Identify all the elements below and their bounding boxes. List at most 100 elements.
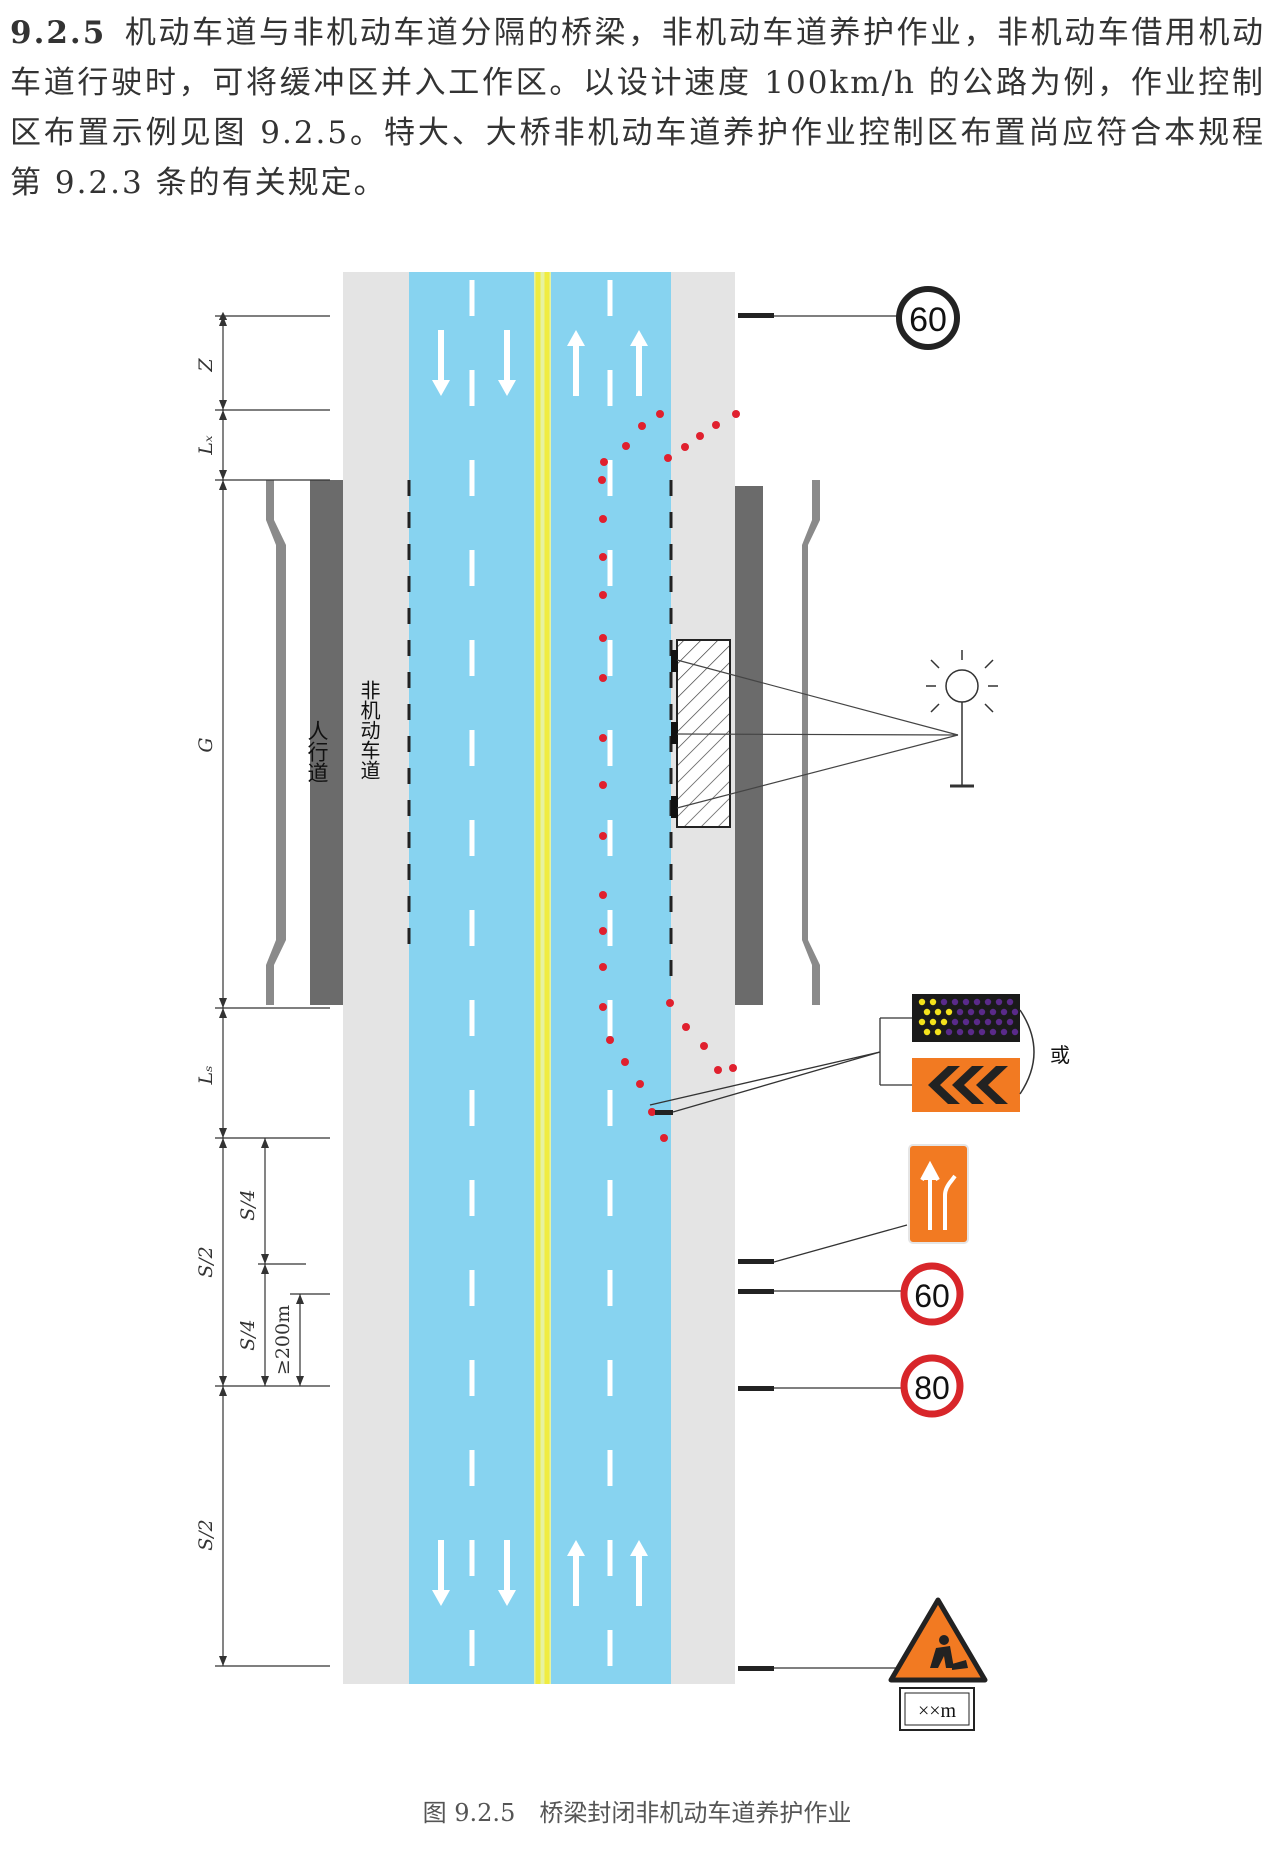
arrow-down-icon bbox=[432, 330, 450, 396]
traffic-cone bbox=[599, 927, 607, 935]
led-dot bbox=[978, 1008, 986, 1016]
led-dot bbox=[973, 1018, 981, 1026]
led-dot bbox=[989, 1008, 997, 1016]
traffic-cone bbox=[712, 421, 720, 429]
led-dot bbox=[967, 1028, 975, 1036]
led-dot bbox=[984, 1018, 992, 1026]
led-dot bbox=[989, 1028, 997, 1036]
speed-limit-value: 60 bbox=[914, 1278, 950, 1314]
traffic-cone bbox=[660, 1134, 668, 1142]
right-railing bbox=[802, 480, 820, 1005]
traffic-cone bbox=[664, 454, 672, 462]
right-sidewalk bbox=[735, 486, 763, 1005]
traffic-cone bbox=[600, 458, 608, 466]
right-carriageway bbox=[551, 272, 671, 1684]
traffic-cone bbox=[598, 476, 606, 484]
light-beam bbox=[676, 734, 959, 809]
direction-arrows bbox=[432, 330, 648, 1606]
light-beam bbox=[676, 733, 959, 736]
road bbox=[343, 272, 735, 1684]
traffic-cone bbox=[656, 410, 664, 418]
led-dot bbox=[929, 1018, 937, 1026]
non-motor-lane-label: 非机动车道 bbox=[357, 680, 380, 780]
traffic-cone bbox=[606, 1036, 614, 1044]
dim-min-200m: ≥200m bbox=[272, 1305, 294, 1375]
arrow-up-icon bbox=[630, 1540, 648, 1606]
traffic-cone bbox=[666, 999, 674, 1007]
left-sidewalk bbox=[310, 480, 343, 1005]
traffic-cone bbox=[696, 432, 704, 440]
or-bracket bbox=[1019, 1009, 1035, 1095]
worker-icon bbox=[930, 1635, 968, 1670]
traffic-cone bbox=[599, 963, 607, 971]
led-dot bbox=[1000, 1028, 1008, 1036]
traffic-cone bbox=[599, 515, 607, 523]
led-dot bbox=[984, 998, 992, 1006]
traffic-cone bbox=[599, 832, 607, 840]
arrow-up-icon bbox=[567, 1540, 585, 1606]
traffic-cone bbox=[599, 634, 607, 642]
led-dot bbox=[1011, 1028, 1019, 1036]
traffic-cones bbox=[598, 410, 740, 1142]
dim-g: G bbox=[195, 737, 217, 752]
led-dot bbox=[923, 1028, 931, 1036]
led-dot bbox=[951, 1018, 959, 1026]
dim-z: Z bbox=[195, 358, 217, 373]
lamp-icon bbox=[926, 650, 998, 788]
section-number: 9.2.5 bbox=[10, 15, 107, 51]
paragraph-text: 机动车道与非机动车道分隔的桥梁，非机动车道养护作业，非机动车借用机动车道行驶时，… bbox=[10, 15, 1265, 201]
sign-post-marker bbox=[738, 1289, 774, 1294]
merge-arrow-icon bbox=[920, 1160, 957, 1230]
traffic-cone bbox=[729, 1064, 737, 1072]
sign-post-marker bbox=[738, 313, 774, 318]
traffic-cone bbox=[636, 1080, 644, 1088]
traffic-cone bbox=[638, 422, 646, 430]
left-carriageway bbox=[409, 272, 534, 1684]
light-beam bbox=[676, 659, 959, 736]
led-dot bbox=[934, 1028, 942, 1036]
sign-post-marker bbox=[655, 1110, 673, 1115]
speed-limit-sign-80: 80 bbox=[900, 1354, 964, 1418]
traffic-cone bbox=[599, 591, 607, 599]
led-dot bbox=[951, 998, 959, 1006]
left-shoulder bbox=[343, 272, 409, 1684]
traffic-cone bbox=[732, 410, 740, 418]
arrow-down-icon bbox=[498, 330, 516, 396]
led-dot bbox=[978, 1028, 986, 1036]
work-area bbox=[671, 639, 998, 828]
lane-merge-sign bbox=[908, 1144, 969, 1244]
traffic-cone bbox=[599, 553, 607, 561]
led-dot bbox=[956, 1028, 964, 1036]
warning-light bbox=[671, 722, 678, 744]
led-dot bbox=[956, 1008, 964, 1016]
traffic-cone bbox=[682, 1023, 690, 1031]
led-dot bbox=[945, 1008, 953, 1016]
led-dot bbox=[940, 998, 948, 1006]
traffic-cone bbox=[681, 443, 689, 451]
sign-post-marker bbox=[738, 1666, 774, 1671]
speed-limit-value: 80 bbox=[914, 1370, 950, 1406]
dim-lx: Lₓ bbox=[195, 435, 217, 456]
traffic-cone bbox=[622, 442, 630, 450]
led-dot bbox=[934, 1008, 942, 1016]
led-dot bbox=[923, 1008, 931, 1016]
dim-s4-a: S/4 bbox=[237, 1189, 259, 1221]
pedestrian-label: 人行道 bbox=[305, 720, 329, 783]
led-dot bbox=[1006, 998, 1014, 1006]
led-dot bbox=[1011, 1008, 1019, 1016]
dimension-labels: Z Lₓ G Lₛ S/2 S/4 S/4 ≥200m S/2 bbox=[195, 358, 294, 1551]
traffic-cone bbox=[714, 1066, 722, 1074]
sign-leader-lines bbox=[672, 315, 908, 1669]
sign-post-marker bbox=[738, 1386, 774, 1391]
distance-plate-text: ××m bbox=[918, 1700, 957, 1722]
led-dot bbox=[1006, 1018, 1014, 1026]
arrow-down-icon bbox=[498, 1540, 516, 1606]
led-dot bbox=[918, 998, 926, 1006]
led-dot bbox=[1000, 1008, 1008, 1016]
chevron-left-icon bbox=[928, 1066, 1008, 1104]
road-work-sign: ××m bbox=[888, 1597, 988, 1731]
led-dot bbox=[995, 1018, 1003, 1026]
dim-s4-b: S/4 bbox=[237, 1319, 259, 1351]
led-dot bbox=[962, 1018, 970, 1026]
